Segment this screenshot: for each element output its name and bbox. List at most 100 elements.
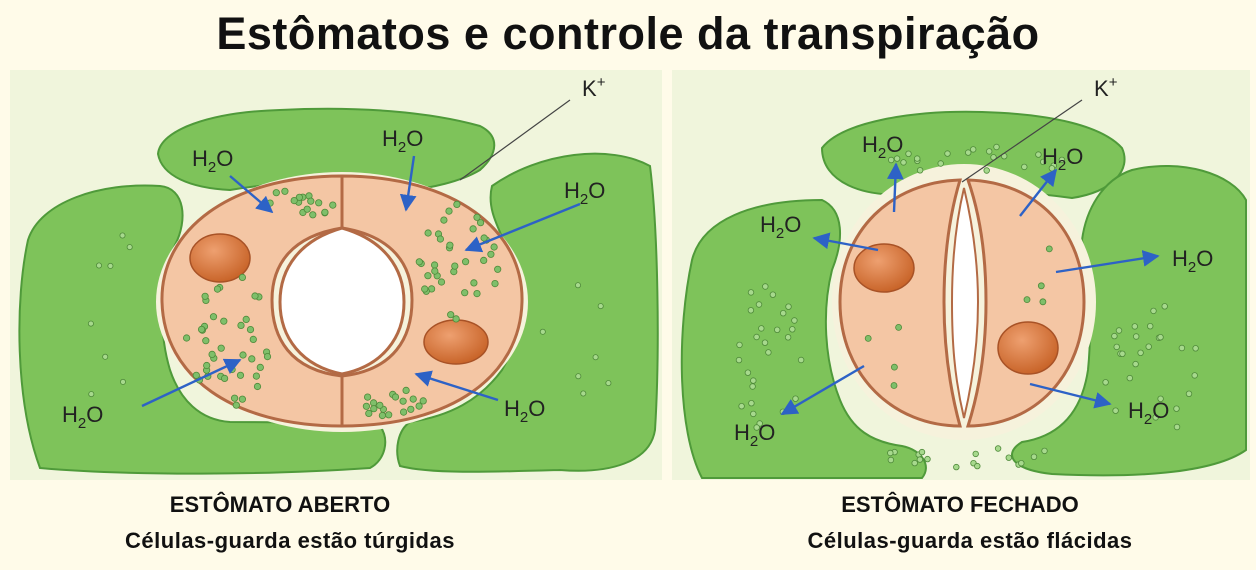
organelle-dot [1132,324,1138,330]
organelle-dot [438,279,444,285]
organelle-dot [1133,361,1139,367]
organelle-dot [1022,164,1028,170]
organelle-dot [1042,448,1048,454]
organelle-dot [103,354,108,359]
organelle-dot [1158,334,1164,340]
organelle-dot [1114,344,1120,350]
organelle-dot [239,274,245,280]
nucleus-left [854,244,914,292]
organelle-dot [233,402,239,408]
organelle-dot [1116,328,1122,334]
organelle-dot [291,197,297,203]
organelle-dot [127,245,132,250]
organelle-dot [748,290,754,296]
organelle-dot [416,403,422,409]
open-stoma-caption: ESTÔMATO ABERTO [70,492,490,518]
organelle-dot [108,263,113,268]
organelle-dot [316,200,322,206]
organelle-dot [984,168,990,174]
organelle-dot [250,336,256,342]
organelle-dot [452,263,458,269]
organelle-dot [474,214,480,220]
organelle-dot [736,357,742,363]
organelle-dot [198,326,204,332]
organelle-dot [785,335,791,341]
organelle-dot [462,290,468,296]
organelle-dot [193,372,199,378]
organelle-dot [1040,299,1046,305]
organelle-dot [756,302,762,308]
organelle-dot [204,362,210,368]
organelle-dot [447,242,453,248]
organelle-dot [89,392,94,397]
organelle-dot [400,409,406,415]
organelle-dot [239,396,245,402]
organelle-dot [240,352,246,358]
organelle-dot [751,378,757,384]
organelle-dot [750,384,756,390]
organelle-dot [888,157,894,163]
organelle-dot [88,321,93,326]
organelle-dot [1192,373,1198,379]
organelle-dot [774,327,780,333]
organelle-dot [1024,297,1030,303]
organelle-dot [221,318,227,324]
closed-stoma-description: Células-guarda estão flácidas [700,528,1240,554]
organelle-dot [995,446,1001,452]
organelle-dot [432,268,438,274]
organelle-dot [994,144,1000,150]
organelle-dot [1179,345,1185,351]
organelle-dot [792,318,798,324]
organelle-dot [310,212,316,218]
guard-cells-open [162,176,522,426]
organelle-dot [766,350,772,356]
organelle-dot [392,394,398,400]
organelle-dot [481,235,487,241]
organelle-dot [481,257,487,263]
organelle-dot [214,286,220,292]
organelle-dot [267,200,273,206]
organelle-dot [210,314,216,320]
organelle-dot [780,310,786,316]
organelle-dot [917,168,923,174]
organelle-dot [273,190,279,196]
organelle-dot [737,342,743,348]
organelle-dot [408,406,414,412]
organelle-dot [606,381,611,386]
organelle-dot [471,280,477,286]
organelle-dot [1112,333,1118,339]
organelle-dot [865,335,871,341]
organelle-dot [209,351,215,357]
organelle-dot [581,391,586,396]
closed-stoma-diagram: K+ H2O H2O H2O H2O H2O H2O [672,70,1250,480]
organelle-dot [1193,346,1199,352]
organelle-dot [322,209,328,215]
organelle-dot [1174,424,1180,430]
organelle-dot [576,374,581,379]
organelle-dot [1138,350,1144,356]
organelle-dot [754,334,760,340]
organelle-dot [238,322,244,328]
organelle-dot [474,290,480,296]
organelle-dot [770,292,776,298]
organelle-dot [183,335,189,341]
organelle-dot [1146,344,1152,350]
organelle-dot [96,263,101,268]
organelle-dot [891,364,897,370]
organelle-dot [253,373,259,379]
organelle-dot [441,217,447,223]
closed-stoma-caption: ESTÔMATO FECHADO [720,492,1200,518]
organelle-dot [437,236,443,242]
organelle-dot [925,456,931,462]
page-title: Estômatos e controle da transpiração [0,8,1256,60]
organelle-dot [1103,380,1109,386]
organelle-dot [888,450,894,456]
organelle-dot [888,457,894,463]
organelle-dot [593,355,598,360]
nucleus-right [424,320,488,364]
organelle-dot [965,150,971,156]
organelle-dot [763,284,769,290]
organelle-dot [403,387,409,393]
organelle-dot [1120,351,1126,357]
organelle-dot [798,357,804,363]
